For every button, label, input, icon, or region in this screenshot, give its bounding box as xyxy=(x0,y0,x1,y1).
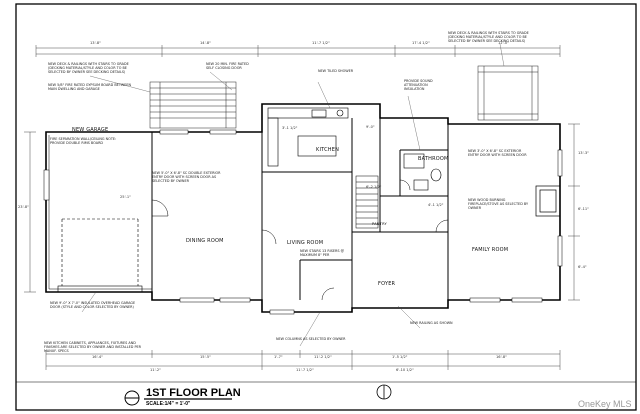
dim-bottom-6: 16'-8" xyxy=(496,355,507,359)
fireplace xyxy=(535,185,561,217)
room-label-family: FAMILY ROOM xyxy=(472,247,509,253)
dim-top-1: 13'-8" xyxy=(90,41,101,45)
note-tiled-shower: NEW TILED SHOWER xyxy=(318,69,354,73)
note-entry-door: NEW 3'-0" X 6'-8" SC EXTERIOR ENTRY DOOR… xyxy=(468,149,527,157)
dim-right-3: 6'-4" xyxy=(578,265,587,269)
room-label-dining: DINING ROOM xyxy=(186,238,224,244)
note-stairs: NEW STAIRS 13 RISERS @ MAXIMUM 8" PER xyxy=(300,249,344,257)
north-arrow-icon xyxy=(376,384,392,400)
dim-right-2: 6'-11" xyxy=(578,207,589,211)
dimension-lines-sides xyxy=(24,123,580,301)
dim-bottom2-3: 6'-10 1/2" xyxy=(396,368,414,372)
note-attic-access: PROVIDE SOUND ATTENUATION INSULATION xyxy=(404,79,433,91)
dim-bottom-4: 11'-2 1/2" xyxy=(314,355,332,359)
note-columns: NEW COLUMNS AS SELECTED BY OWNER xyxy=(276,337,346,341)
deck-right xyxy=(477,65,539,121)
note-stove: NEW WOOD BURNING FIREPLACE/STOVE AS SELE… xyxy=(468,198,529,210)
dim-top-2: 14'-8" xyxy=(200,41,211,45)
watermark: OneKey MLS xyxy=(578,399,632,409)
note-railing: NEW RAILING AS SHOWN xyxy=(410,321,453,325)
room-label-kitchen: KITCHEN xyxy=(316,147,340,153)
room-label-pantry: PANTRY xyxy=(372,222,387,226)
stairs xyxy=(355,175,379,229)
garage-door xyxy=(57,218,143,293)
dim-bottom-3: 1'-7" xyxy=(274,355,283,359)
room-label-foyer: FOYER xyxy=(378,281,396,287)
dimension-lines-top xyxy=(35,45,561,57)
dim-bottom2-1: 11'-2" xyxy=(150,368,161,372)
dim-bottom-2: 15'-5" xyxy=(200,355,211,359)
drawing-title: 1ST FLOOR PLAN xyxy=(146,387,241,399)
dim-bottom-5: 1'-5 1/2" xyxy=(392,355,408,359)
kitchen-counters xyxy=(267,107,349,167)
note-garage-separation: FIRE SEPARATION WALL/CEILING NOTE: PROVI… xyxy=(50,137,117,145)
note-deck-right: NEW DECK & RAILINGS WITH STAIRS TO GRADE… xyxy=(448,31,529,43)
note-deck-left: NEW DECK & RAILINGS WITH STAIRS TO GRADE… xyxy=(48,62,129,74)
note-fire-rated-wall: NEW 5/8" FIRE RATED GYPSUM BOARD BETWEEN… xyxy=(48,83,132,91)
note-garage-door: NEW 9'-0" X 7'-0" INSULATED OVERHEAD GAR… xyxy=(50,301,136,309)
dim-left-1: 23'-8" xyxy=(18,205,29,209)
sheet-border xyxy=(15,3,637,411)
note-kitchen-appliances: NEW KITCHEN CABINETS, APPLIANCES, FIXTUR… xyxy=(44,341,141,353)
interior-walls xyxy=(151,118,449,312)
drawing-title-icon xyxy=(124,390,140,406)
dim-top-3: 11'-7 1/2" xyxy=(312,41,330,45)
dimension-lines-bottom xyxy=(45,350,561,370)
dim-inner-1: 3'-1 1/2" xyxy=(282,126,298,130)
room-label-living: LIVING ROOM xyxy=(287,240,324,246)
bathroom-fixtures xyxy=(403,153,442,191)
dim-bottom-1: 16'-4" xyxy=(92,355,103,359)
dim-bottom2-2: 11'-7 1/2" xyxy=(296,368,314,372)
dim-inner-4: 4'-1 1/2" xyxy=(428,203,444,207)
room-label-bathroom: BATHROOM xyxy=(418,156,449,162)
door-swings xyxy=(151,179,449,301)
windows xyxy=(43,129,563,315)
note-fire-rated-door: NEW 20 MIN. FIRE RATED SELF CLOSING DOOR xyxy=(206,62,249,70)
note-double-door: NEW 5'-0" X 6'-8" SC DOUBLE EXTERIOR ENT… xyxy=(152,171,221,183)
dim-left-2: 25'-1" xyxy=(120,195,131,199)
dim-inner-3: 6'-2 1/2" xyxy=(366,185,382,189)
dim-inner-2: 9'-0" xyxy=(366,125,375,129)
dim-right-1: 13'-3" xyxy=(578,151,589,155)
dim-top-4: 17'-4 1/2" xyxy=(412,41,430,45)
drawing-scale: SCALE:1/4" = 1'-0" xyxy=(146,401,191,407)
dim-top-5: 12'-0" xyxy=(498,41,509,45)
leader-lines xyxy=(81,43,505,347)
room-label-garage: NEW GARAGE xyxy=(72,127,109,133)
deck-left xyxy=(149,81,237,129)
